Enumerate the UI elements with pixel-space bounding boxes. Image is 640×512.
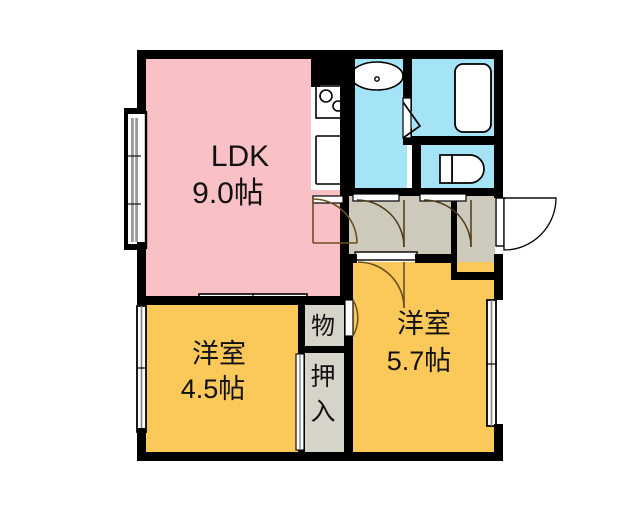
wall-washroom-left — [349, 59, 355, 189]
washbasin-icon — [350, 61, 404, 91]
oshiire-label-line2: 入 — [310, 398, 335, 426]
ldk-floor — [145, 58, 311, 296]
wall-corridor-south-right — [415, 254, 455, 263]
wall-toilet-bottom — [412, 188, 495, 196]
wall-right-lower — [494, 424, 503, 461]
washroom-door — [352, 193, 405, 248]
wall-storage-mid — [298, 346, 349, 353]
bay-surround-top — [126, 108, 146, 114]
doors — [295, 97, 557, 451]
stove-burner-large-icon — [319, 89, 333, 103]
west-room-label: 洋室 — [192, 339, 246, 369]
toilet-door — [419, 193, 472, 248]
east-room-label: 洋室 — [397, 309, 451, 339]
west-room-floor — [145, 304, 300, 452]
wall-bottom — [137, 452, 503, 461]
mono-storage-floor — [303, 304, 349, 348]
room-labels: LDK 9.0帖 洋室 4.5帖 洋室 5.7帖 物 押 入 — [181, 140, 452, 426]
washbasin-drain-icon — [374, 76, 380, 82]
wall-ldk-east — [340, 189, 349, 299]
wall-bath-left — [403, 59, 412, 111]
east-room-size-label: 5.7帖 — [387, 346, 452, 376]
east-room-door — [357, 261, 405, 309]
ldk-door — [312, 195, 358, 244]
wall-right-upper — [494, 50, 503, 198]
east-room-window — [486, 299, 497, 427]
wall-left-upper — [137, 50, 146, 112]
east-room-floor — [352, 262, 495, 452]
east-room-entry-opening — [354, 251, 418, 261]
wall-toilet-left — [412, 140, 421, 196]
mono-storage-label: 物 — [311, 313, 335, 340]
west-room-window — [136, 305, 147, 433]
bathtub-icon — [454, 63, 492, 133]
entrance-door — [495, 197, 557, 251]
wall-east-room-west — [344, 254, 353, 461]
wall-left-lower — [137, 428, 146, 461]
oshiire-opening — [295, 353, 305, 451]
wall-entrance-left — [451, 196, 457, 278]
wall-storage-top — [298, 296, 349, 305]
wall-bath-bottom — [403, 136, 495, 145]
wall-top — [137, 50, 503, 59]
west-room-size-label: 4.5帖 — [181, 374, 246, 404]
wall-entrance-bottom — [451, 272, 503, 280]
toilet-icon — [439, 154, 485, 184]
ldk-size-label: 9.0帖 — [192, 177, 264, 210]
oshiire-label-line1: 押 — [310, 363, 335, 391]
bay-surround-bottom — [126, 244, 146, 250]
wall-washroom-bottom — [349, 188, 412, 196]
ldk-bay-window — [124, 110, 148, 250]
wall-kitchen-top — [311, 59, 349, 85]
bay-surround-left — [124, 108, 128, 250]
oshiire-floor — [303, 352, 349, 452]
wall-left-mid — [137, 242, 146, 304]
bath-folding-door — [402, 97, 422, 139]
corridor-east-small-door — [344, 299, 359, 337]
wall-ldk-south — [137, 296, 312, 305]
wall-ldk-upper-right — [340, 59, 349, 189]
fixtures — [315, 61, 492, 185]
walls — [124, 50, 503, 461]
ldk-label: LDK — [211, 140, 269, 173]
